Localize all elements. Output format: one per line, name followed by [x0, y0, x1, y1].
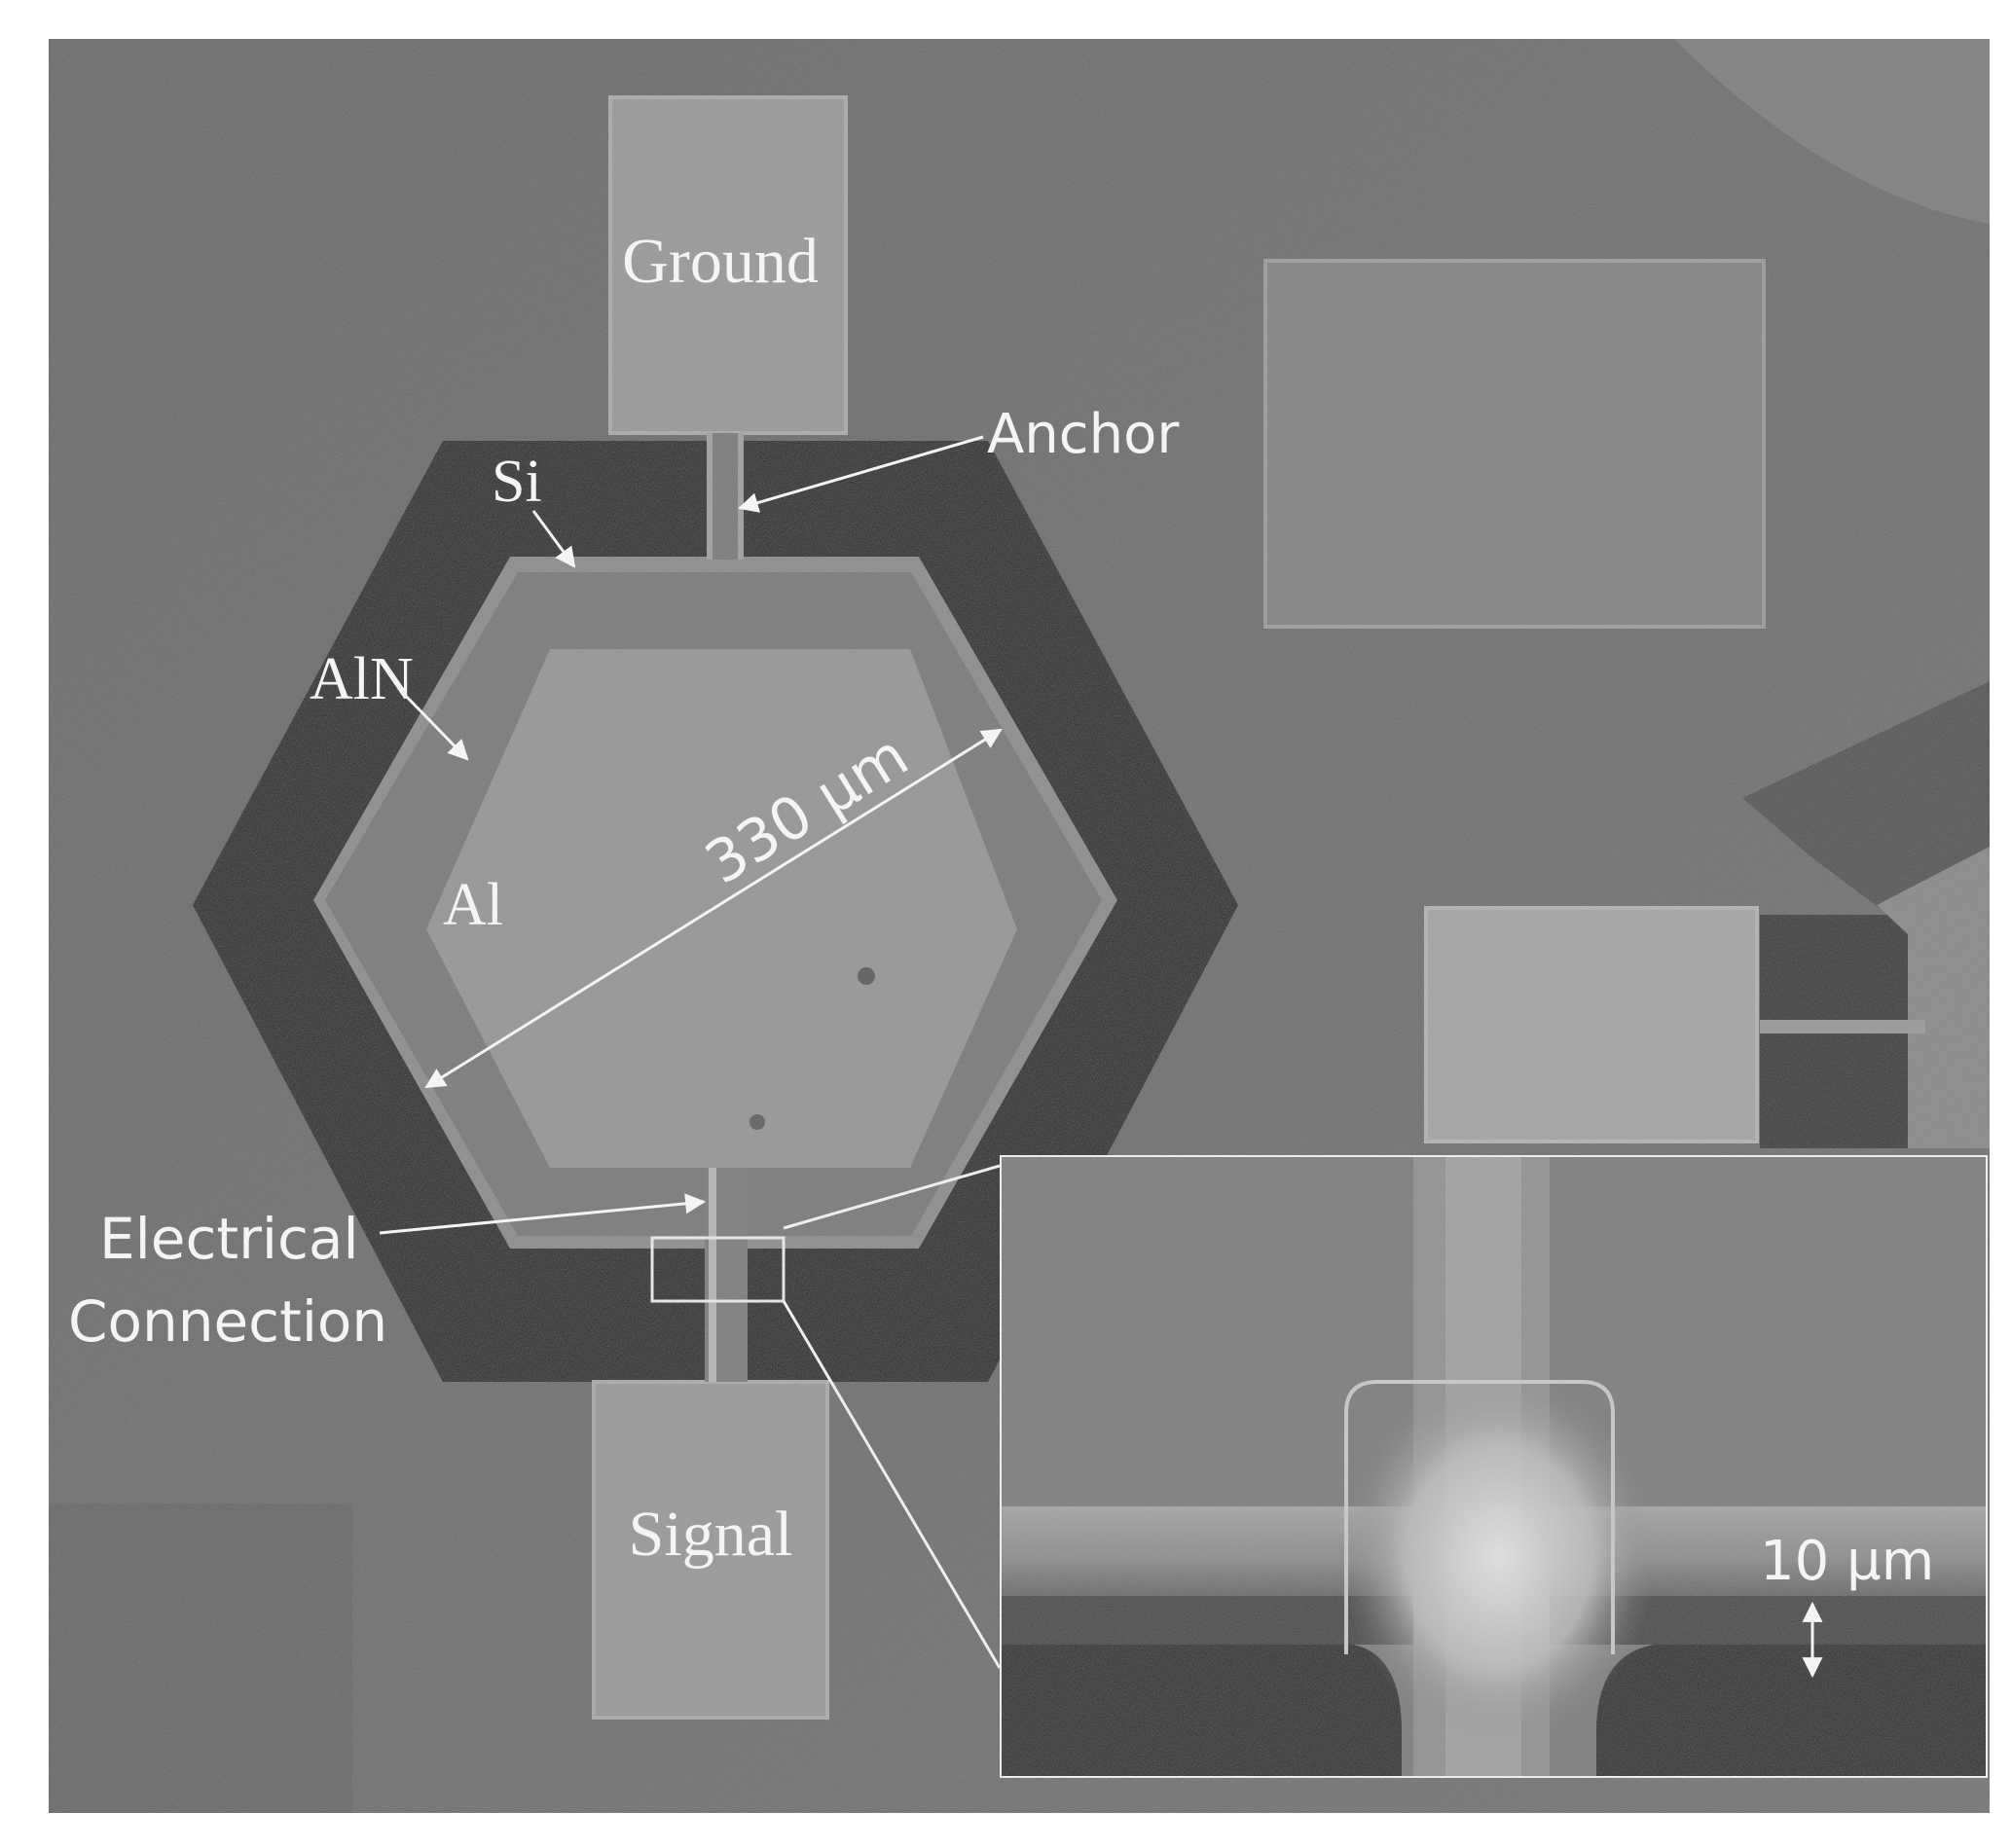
surface-defect [858, 967, 875, 985]
corner-region [1674, 39, 1990, 224]
dimension-arrow [424, 728, 1003, 1089]
electrical-label-line1: Electrical [99, 1206, 359, 1272]
inset-cavity-right [1596, 1645, 1988, 1778]
electrical-label-line2: Connection [68, 1288, 387, 1355]
neighbour-resonator [1877, 847, 1990, 1148]
neighbour-tether [1760, 1020, 1925, 1033]
zoom-connector-bottom [782, 1300, 1002, 1669]
inset-cavity-left [1000, 1645, 1402, 1778]
electrical-arrow [379, 1193, 707, 1235]
anchor-edge [738, 433, 744, 560]
right-pad [1263, 259, 1766, 629]
inset-glow [1343, 1372, 1655, 1742]
annotation-arrows [379, 435, 1823, 1679]
anchor-tether [711, 433, 740, 560]
zoom-region [650, 1236, 786, 1303]
al-label: Al [443, 872, 503, 938]
si-label: Si [492, 449, 542, 515]
ground-pad [608, 95, 848, 435]
signal-pad [592, 1380, 829, 1720]
si-arrow [531, 510, 576, 568]
inset-scale-label: 10 µm [1760, 1530, 1934, 1593]
anchor-label: Anchor [987, 403, 1180, 466]
electrical-trace [709, 1168, 716, 1382]
anchor-arrow [737, 435, 984, 513]
neighbour-pad [1424, 906, 1759, 1143]
zoom-connector-top [783, 1164, 1001, 1230]
inset-outline [1344, 1380, 1615, 1654]
anchor-edge [707, 433, 713, 560]
bottom-left-patch [49, 1504, 352, 1813]
signal-label: Signal [629, 1499, 793, 1570]
zoom-inset [1000, 1155, 1988, 1778]
aln-label: AlN [310, 646, 414, 712]
ground-label: Ground [622, 226, 819, 297]
surface-defect [750, 1114, 765, 1130]
